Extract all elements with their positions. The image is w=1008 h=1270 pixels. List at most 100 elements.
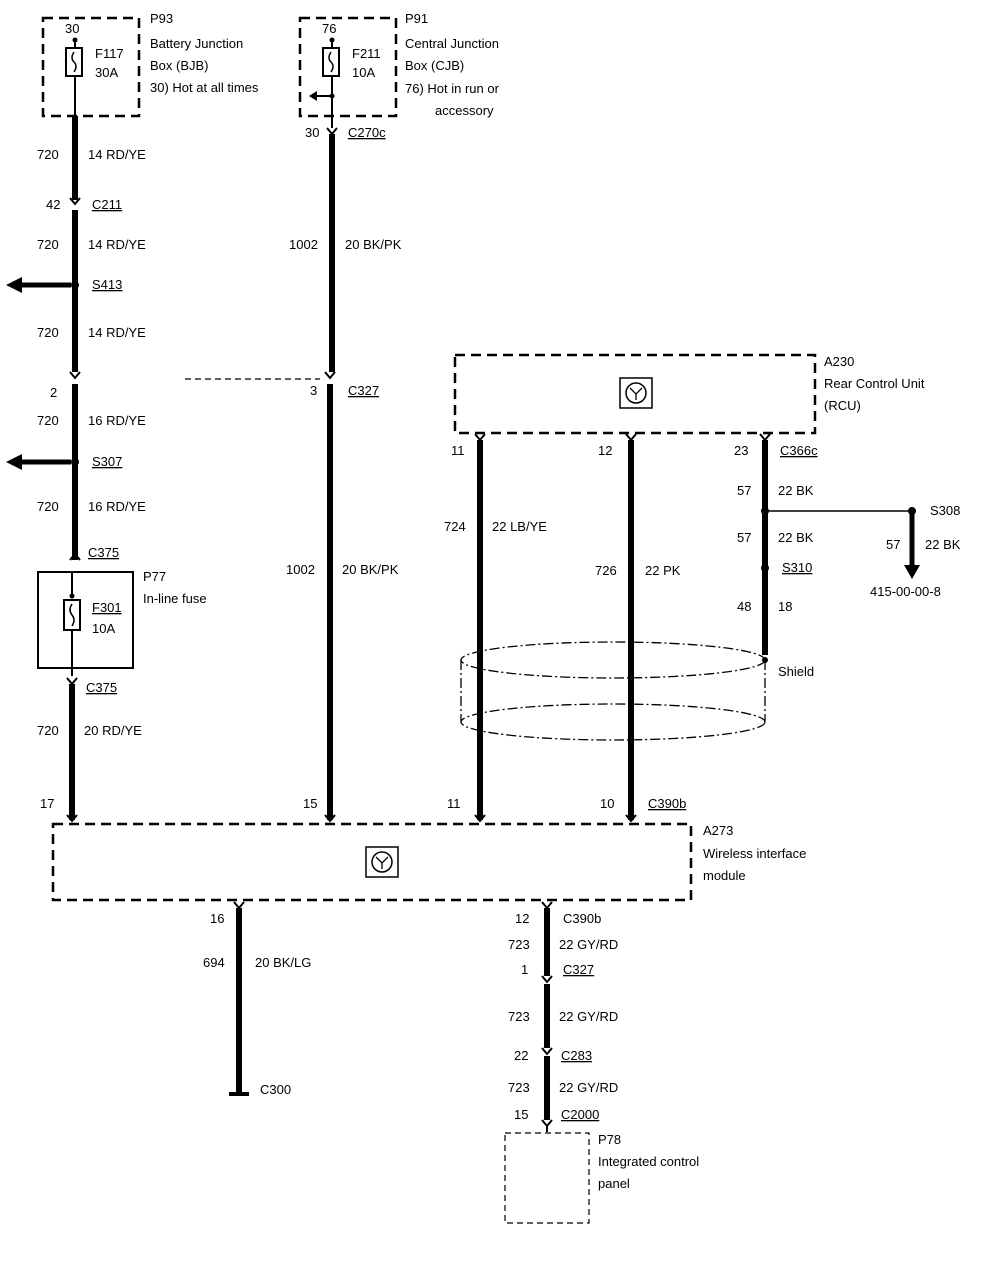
fuse-f211-label: F211 (352, 46, 381, 61)
w1-circuit-a: 720 (37, 147, 59, 162)
w1-c375-bottom: C375 (86, 680, 117, 695)
bjb-description: 30) Hot at all times (150, 80, 259, 95)
w2-wire-b: 20 BK/PK (342, 562, 399, 577)
w2-c327-pin: 3 (310, 383, 317, 398)
w5-circuit-c: 48 (737, 599, 751, 614)
cjb-name-2: Box (CJB) (405, 58, 464, 73)
w7-circuit: 694 (203, 955, 225, 970)
w1-c327-pin: 2 (50, 385, 57, 400)
fuse-f301-label: F301 (92, 600, 122, 615)
icp-name-1: Integrated control (598, 1154, 699, 1169)
w1-wire-d: 16 RD/YE (88, 413, 146, 428)
w5-circuit-b: 57 (737, 530, 751, 545)
wim-box (51, 822, 693, 902)
connector-c366c: C366c (780, 443, 818, 458)
w2-circuit-a: 1002 (289, 237, 318, 252)
w6-wire: 22 BK (925, 537, 961, 552)
w5-pin-top: 23 (734, 443, 748, 458)
wim-name-1: Wireless interface (703, 846, 806, 861)
inline-fuse-box (37, 571, 134, 669)
p77-name: In-line fuse (143, 591, 207, 606)
rcu-id: A230 (824, 354, 854, 369)
w8-wire-b: 22 GY/RD (559, 1009, 618, 1024)
w8-wire-a: 22 GY/RD (559, 937, 618, 952)
rcu-module-icon (619, 377, 653, 409)
wim-name-2: module (703, 868, 746, 883)
s413-arrow-icon (6, 277, 22, 293)
w4-wire: 22 PK (645, 563, 681, 578)
w3-wire: 22 LB/YE (492, 519, 547, 534)
w6-reference: 415-00-00-8 (870, 584, 941, 599)
fuse-f211-rating: 10A (352, 65, 375, 80)
w7-wire: 20 BK/LG (255, 955, 311, 970)
rcu-box (453, 353, 817, 435)
cjb-description-2: accessory (435, 103, 494, 118)
w8-circuit-b: 723 (508, 1009, 530, 1024)
bjb-id: P93 (150, 11, 173, 26)
connector-c2000: C2000 (561, 1107, 599, 1122)
w3-pin-end: 11 (447, 796, 461, 811)
cjb-box (298, 16, 398, 118)
cjb-name-1: Central Junction (405, 36, 499, 51)
fuse-f117-rating: 30A (95, 65, 118, 80)
splice-s308: S308 (930, 503, 960, 518)
s308-arrow-icon (904, 565, 920, 579)
w1-c270c-pin: 30 (305, 125, 319, 140)
cjb-id: P91 (405, 11, 428, 26)
icp-id: P78 (598, 1132, 621, 1147)
w1-wire-e: 16 RD/YE (88, 499, 146, 514)
fuse-f117-label: F117 (95, 46, 124, 61)
w1-circuit-e: 720 (37, 499, 59, 514)
w4-pin-top: 12 (598, 443, 612, 458)
w5-wire-b: 22 BK (778, 530, 814, 545)
bjb-name-2: Box (BJB) (150, 58, 209, 73)
w1-wire-b: 14 RD/YE (88, 237, 146, 252)
w5-wire-c: 18 (778, 599, 792, 614)
w8-circuit-c: 723 (508, 1080, 530, 1095)
ground-c300: C300 (260, 1082, 291, 1097)
w1-wire-f: 20 RD/YE (84, 723, 142, 738)
cjb-branch-arrow-icon (309, 91, 317, 101)
w8-pin: 12 (515, 911, 529, 926)
connector-c283: C283 (561, 1048, 592, 1063)
w1-wire-a: 14 RD/YE (88, 147, 146, 162)
w8-c327-pin: 1 (521, 962, 528, 977)
connector-c327-lower: C327 (563, 962, 594, 977)
w1-circuit-f: 720 (37, 723, 59, 738)
w1-c211-pin: 42 (46, 197, 60, 212)
connector-c270c: C270c (348, 125, 386, 140)
connector-c390b-top: C390b (648, 796, 686, 811)
bjb-pin: 30 (65, 21, 79, 36)
w6-circuit: 57 (886, 537, 900, 552)
w3-pin-top: 11 (451, 443, 465, 458)
w1-wire-c: 14 RD/YE (88, 325, 146, 340)
icp-name-2: panel (598, 1176, 630, 1191)
w1-circuit-b: 720 (37, 237, 59, 252)
w1-circuit-c: 720 (37, 325, 59, 340)
cjb-pin: 76 (322, 21, 336, 36)
w7-pin: 16 (210, 911, 224, 926)
w1-c211: C211 (92, 197, 122, 212)
wim-module-icon (365, 846, 399, 878)
w5-circuit-a: 57 (737, 483, 751, 498)
splice-s307: S307 (92, 454, 122, 469)
w8-c283-pin: 22 (514, 1048, 528, 1063)
cjb-description-1: 76) Hot in run or (405, 81, 500, 96)
connector-c390b-bottom: C390b (563, 911, 601, 926)
splice-s310: S310 (782, 560, 812, 575)
w1-circuit-d: 720 (37, 413, 59, 428)
connector-c327: C327 (348, 383, 379, 398)
s307-arrow-icon (6, 454, 22, 470)
w3-circuit: 724 (444, 519, 466, 534)
w5-wire-a: 22 BK (778, 483, 814, 498)
icp-box (504, 1132, 590, 1224)
w2-wire-a: 20 BK/PK (345, 237, 402, 252)
bjb-box (41, 16, 141, 118)
shield-cylinder (460, 641, 766, 741)
splice-s413: S413 (92, 277, 122, 292)
p77-id: P77 (143, 569, 166, 584)
rcu-name-1: Rear Control Unit (824, 376, 925, 391)
w8-wire-c: 22 GY/RD (559, 1080, 618, 1095)
w8-circuit-a: 723 (508, 937, 530, 952)
